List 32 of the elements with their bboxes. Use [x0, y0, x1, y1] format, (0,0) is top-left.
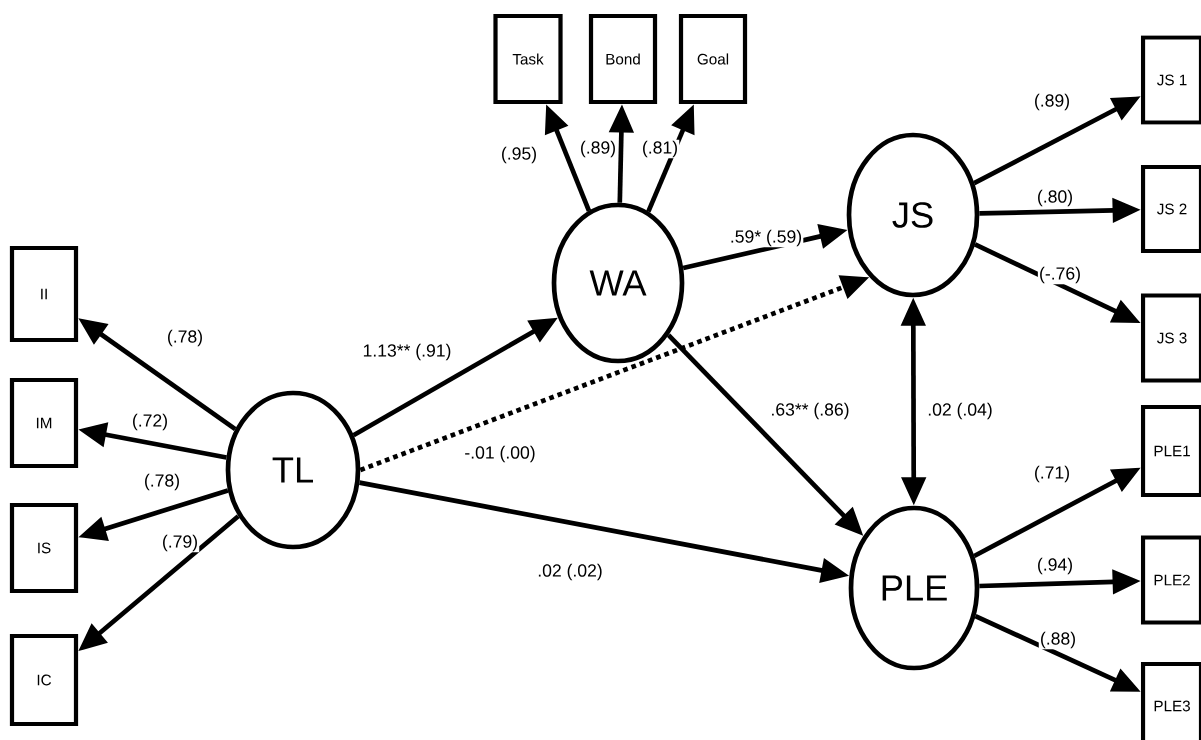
indicator-box: JS 1: [1140, 35, 1201, 125]
edge-label: (.72): [130, 412, 170, 432]
edge-label: (.78): [165, 328, 205, 348]
edge-label: (.81): [640, 139, 680, 159]
edge-label: .59* (.59): [728, 228, 804, 248]
edge-label: (.88): [1038, 630, 1078, 650]
indicator-box: Task: [493, 13, 563, 105]
edge-label: .02 (.04): [926, 401, 994, 421]
edge-label: (.89): [1032, 92, 1072, 112]
edge-label: .63** (.86): [769, 401, 851, 421]
indicator-box: II: [9, 245, 79, 343]
indicator-box: PLE3: [1140, 661, 1201, 740]
edge-label: (.79): [160, 533, 200, 553]
indicator-box: JS 2: [1140, 164, 1201, 254]
indicator-box: IC: [9, 633, 79, 727]
indicator-box: IM: [9, 377, 79, 469]
edge-label: 1.13** (.91): [361, 342, 453, 362]
edge-label: (-.76): [1037, 265, 1083, 285]
indicator-box: PLE2: [1140, 535, 1201, 625]
indicator-box: PLE1: [1140, 404, 1201, 498]
edge-label: (.95): [499, 145, 539, 165]
edge-label: .02 (.02): [536, 562, 604, 582]
edge-label: (.94): [1035, 556, 1075, 576]
indicator-box: Goal: [678, 13, 748, 105]
edge-label: (.80): [1035, 188, 1075, 208]
edge-label: (.71): [1032, 464, 1072, 484]
indicator-box: IS: [9, 502, 79, 594]
edge-label: (.78): [142, 472, 182, 492]
edge-label: -.01 (.00): [463, 444, 537, 464]
edge-label: (.89): [578, 139, 618, 159]
indicator-box: JS 3: [1140, 293, 1201, 383]
indicator-box: Bond: [588, 13, 658, 105]
